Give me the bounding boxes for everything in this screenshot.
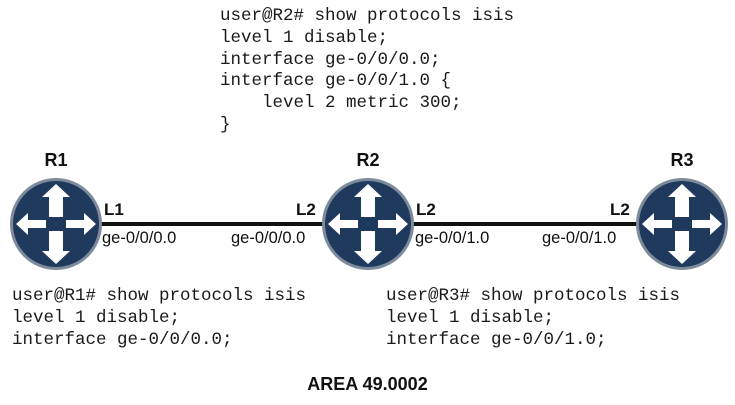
config-line: level 1 disable; — [386, 307, 555, 328]
area-label: AREA 49.0002 — [307, 374, 428, 394]
router-r3-label: R3 — [670, 150, 694, 170]
config-line: level 1 disable; — [220, 27, 389, 48]
config-line: interface ge-0/0/0.0; — [12, 329, 233, 350]
r1-interface-label: ge-0/0/0.0 — [102, 229, 177, 247]
router-r1-icon — [10, 178, 102, 270]
config-line: interface ge-0/0/1.0 { — [220, 71, 452, 92]
r3-link-level: L2 — [610, 200, 630, 219]
router-r2-label: R2 — [356, 150, 380, 170]
config-line: } — [220, 114, 231, 135]
config-line: interface ge-0/0/0.0; — [220, 49, 441, 70]
r2-west-interface-label: ge-0/0/0.0 — [231, 229, 306, 247]
config-line: user@R3# show protocols isis — [386, 286, 681, 306]
config-line: level 2 metric 300; — [220, 93, 462, 114]
r2-east-interface-label: ge-0/0/1.0 — [415, 229, 490, 247]
r3-interface-label: ge-0/0/1.0 — [542, 229, 617, 247]
router-r3-icon — [636, 178, 728, 270]
config-line: user@R1# show protocols isis — [12, 286, 307, 306]
config-line: interface ge-0/0/1.0; — [386, 329, 607, 350]
config-line: user@R2# show protocols isis — [220, 6, 515, 26]
router-r2-icon — [322, 178, 414, 270]
r2-east-link-level: L2 — [416, 200, 436, 219]
r1-link-level: L1 — [104, 200, 124, 219]
r2-west-link-level: L2 — [296, 200, 316, 219]
config-line: level 1 disable; — [12, 307, 181, 328]
router-r1-label: R1 — [44, 150, 68, 170]
